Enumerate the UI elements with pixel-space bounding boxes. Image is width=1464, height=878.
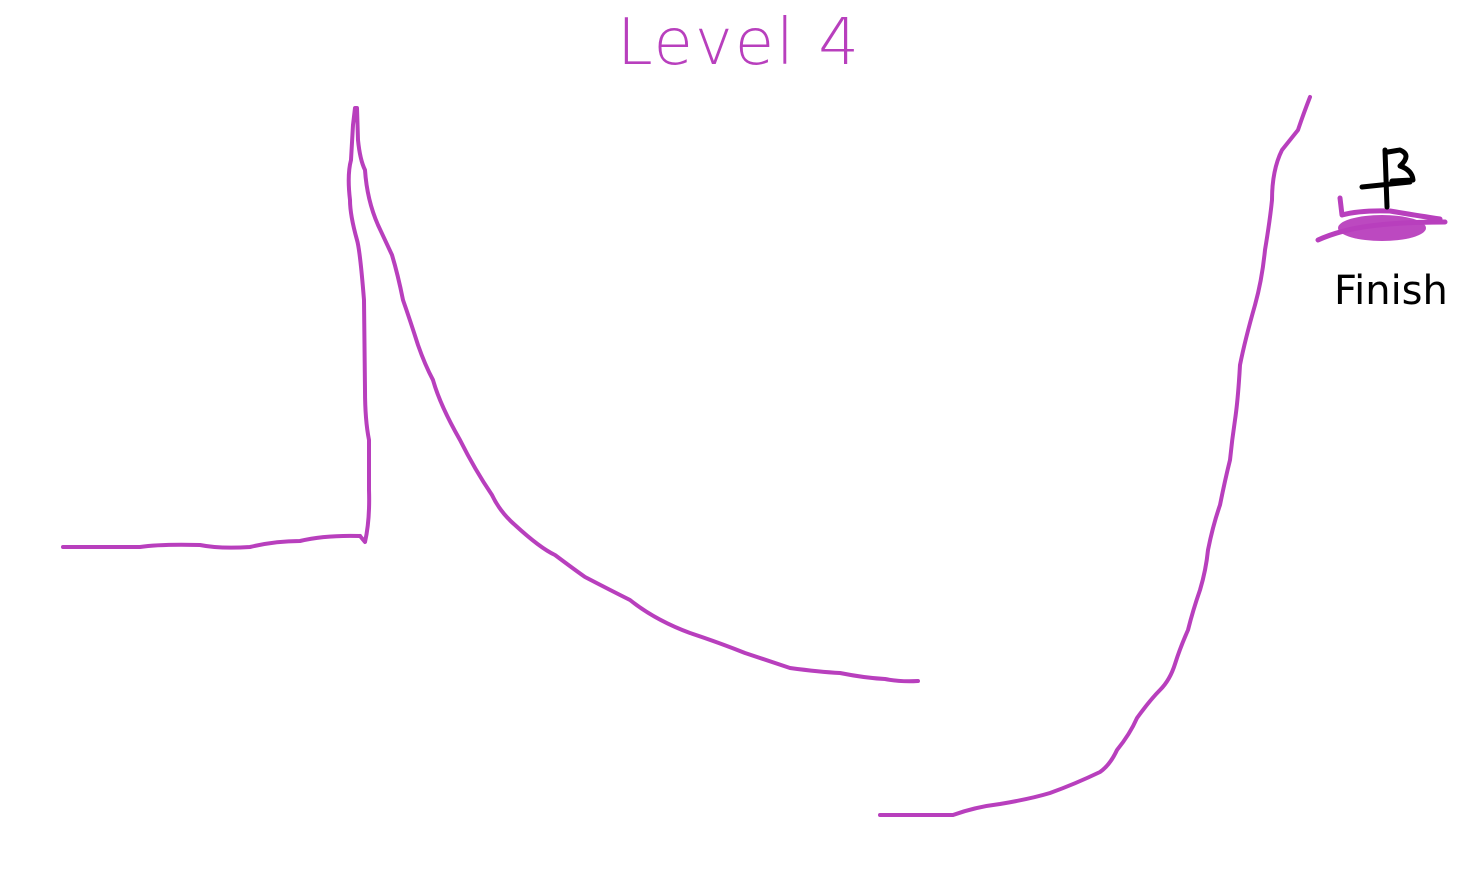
level-title: Level 4 — [617, 6, 861, 80]
flag-icon — [1359, 147, 1416, 210]
finish-label: Finish — [1334, 268, 1448, 314]
ramp-slope — [346, 106, 920, 684]
valley-curve — [878, 95, 1312, 817]
start-ground — [61, 533, 362, 550]
finish-pad — [1315, 195, 1448, 243]
